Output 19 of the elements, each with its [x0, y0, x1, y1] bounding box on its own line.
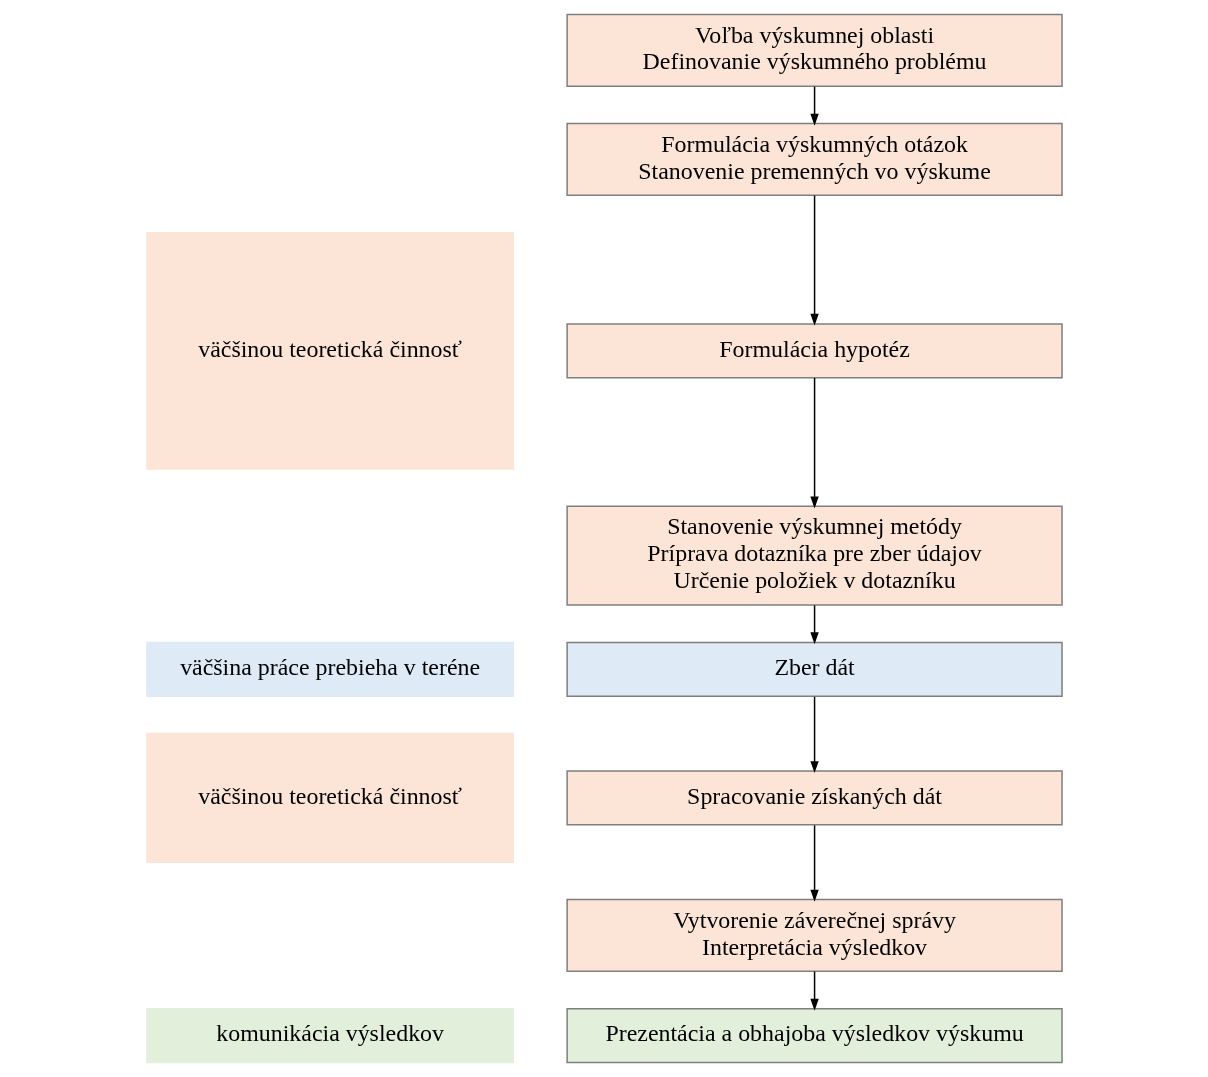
arrow	[809, 377, 819, 509]
node-box: väčšina práce prebieha v teréne	[145, 641, 514, 697]
node-box: väčšinou teoretická činnosť	[145, 232, 514, 470]
arrow	[809, 85, 819, 126]
node-box: komunikácia výsledkov	[145, 1008, 514, 1064]
node-box: Spracovanie získaných dát	[565, 770, 1063, 826]
arrow	[809, 604, 819, 645]
arrow	[809, 696, 819, 774]
node-box: Voľba výskumnej oblasti Definovanie výskumného problému	[565, 13, 1063, 87]
node-box: Formulácia hypotéz	[565, 323, 1063, 379]
node-box: Formulácia výskumných otázok Stanovenie premenných vo výskume	[565, 122, 1063, 197]
arrow	[809, 824, 819, 902]
node-box: väčšinou teoretická činnosť	[145, 732, 514, 863]
arrow	[809, 970, 819, 1011]
arrow	[809, 194, 819, 326]
node-box: Stanovenie výskumnej metódy Príprava dotazníka pre zber údajov Určenie položiek v dotazníku	[565, 505, 1063, 606]
node-box: Zber dát	[565, 641, 1063, 697]
node-box: Vytvorenie záverečnej správy Interpretácia výsledkov	[565, 898, 1063, 973]
node-box: Prezentácia a obhajoba výsledkov výskumu	[565, 1008, 1063, 1064]
